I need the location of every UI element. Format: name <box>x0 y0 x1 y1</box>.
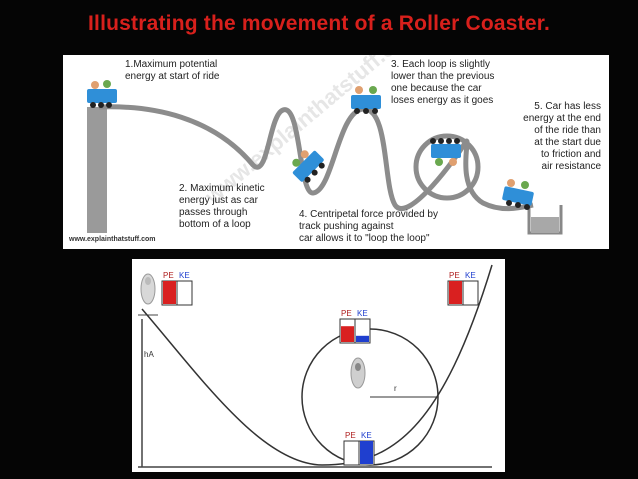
svg-text:one because the car: one because the car <box>391 83 482 94</box>
pe-label: PE <box>345 431 356 440</box>
radius-label: r <box>394 384 397 393</box>
svg-text:1.Maximum potential: 1.Maximum potential <box>125 59 217 70</box>
label-max-kinetic: 2. Maximum kinetic energy just as car pa… <box>179 183 265 230</box>
svg-text:energy at the end: energy at the end <box>523 113 601 124</box>
label-less-energy: 5. Car has less energy at the end of the… <box>523 101 601 172</box>
pe-label: PE <box>449 271 460 280</box>
ke-label: KE <box>465 271 476 280</box>
svg-text:air resistance: air resistance <box>542 161 602 172</box>
energy-gauges: PE KE PE KE PE KE PE KE <box>161 271 479 466</box>
svg-text:loses energy as it goes: loses energy as it goes <box>391 95 493 106</box>
car-hilltop <box>351 86 381 114</box>
pe-gauge-fill <box>341 326 354 342</box>
car-end <box>502 179 534 210</box>
shoe-icon-start <box>140 273 156 305</box>
car-dip <box>292 150 325 183</box>
ke-gauge-box <box>462 280 479 306</box>
svg-text:at the start due: at the start due <box>534 137 601 148</box>
pe-gauge-fill <box>449 281 462 304</box>
energy-loop-diagram: hA r PE KE PE KE PE KE PE KE <box>132 259 505 472</box>
label-loop-lower: 3. Each loop is slightly lower than the … <box>391 59 494 106</box>
ke-label: KE <box>179 271 190 280</box>
pe-gauge-box <box>343 440 360 466</box>
roller-coaster-diagram: www.explainthatstuff.com <box>63 15 609 249</box>
source-credit: www.explainthatstuff.com <box>68 236 155 243</box>
svg-text:of the ride than: of the ride than <box>534 125 601 136</box>
svg-text:lower than the previous: lower than the previous <box>391 71 494 82</box>
label-centripetal: 4. Centripetal force provided by track p… <box>299 209 438 244</box>
shoe-icon-loop-top <box>350 357 366 389</box>
svg-text:4. Centripetal force provided: 4. Centripetal force provided by <box>299 209 438 220</box>
loop-circle <box>413 133 481 201</box>
svg-text:passes through: passes through <box>179 207 247 218</box>
roller-coaster-svg: www.explainthatstuff.com <box>68 15 601 244</box>
pe-label: PE <box>341 309 352 318</box>
svg-text:5. Car has less: 5. Car has less <box>534 101 601 112</box>
height-label: hA <box>144 350 154 359</box>
ke-gauge-fill <box>360 441 373 464</box>
energy-gauge-loop-bottom: PE KE <box>343 431 375 466</box>
label-max-potential: 1.Maximum potential energy at start of r… <box>125 59 220 82</box>
energy-loop-svg: hA r PE KE PE KE PE KE PE KE <box>138 264 493 468</box>
ke-label: KE <box>357 309 368 318</box>
energy-gauge-loop-top: PE KE <box>339 309 371 344</box>
ke-gauge-fill <box>356 335 369 342</box>
svg-text:2. Maximum kinetic: 2. Maximum kinetic <box>179 183 265 194</box>
svg-text:energy just as car: energy just as car <box>179 195 259 206</box>
slide-title: Illustrating the movement of a Roller Co… <box>88 12 550 35</box>
svg-text:energy at start of ride: energy at start of ride <box>125 71 220 82</box>
coaster-track <box>98 104 534 212</box>
svg-text:3. Each loop is slightly: 3. Each loop is slightly <box>391 59 490 70</box>
pe-label: PE <box>163 271 174 280</box>
valley-track <box>141 264 493 466</box>
start-tower <box>87 107 107 233</box>
pe-gauge-fill <box>163 281 176 304</box>
energy-gauge-top-right: PE KE <box>447 271 479 306</box>
svg-text:car allows it to "loop the loo: car allows it to "loop the loop" <box>299 233 430 244</box>
svg-text:track pushing against: track pushing against <box>299 221 394 232</box>
svg-text:to friction and: to friction and <box>541 149 601 160</box>
ke-gauge-box <box>176 280 193 306</box>
energy-gauge-top-left: PE KE <box>161 271 193 306</box>
ke-label: KE <box>361 431 372 440</box>
car-start <box>87 80 117 108</box>
svg-text:bottom of a loop: bottom of a loop <box>179 219 251 230</box>
car-loop <box>430 138 461 166</box>
